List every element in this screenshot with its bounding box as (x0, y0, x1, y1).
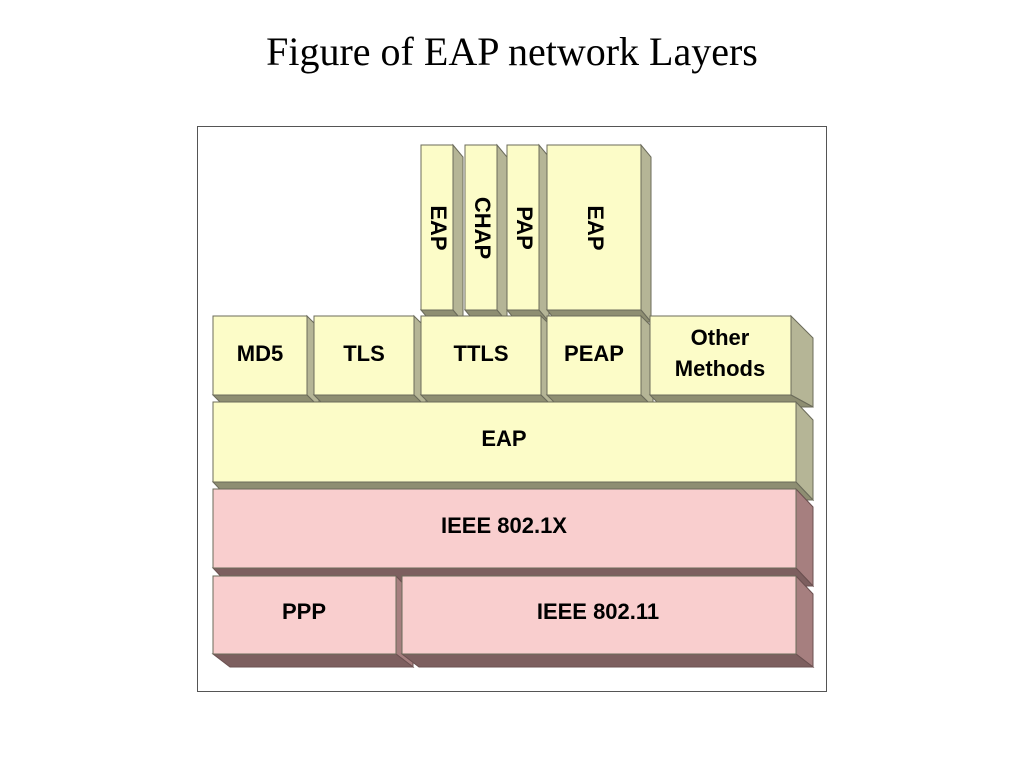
inner-method-peap-eap-block: EAP (545, 143, 653, 324)
method-md5-label: MD5 (237, 341, 283, 366)
inner-method-eap-block: EAP (419, 143, 465, 324)
eap-layer-block: EAP (211, 400, 815, 502)
ieee-80211-label: IEEE 802.11 (537, 599, 659, 624)
inner-method-chap-block: CHAP (463, 143, 509, 324)
ieee-8021x-label: IEEE 802.1X (441, 513, 567, 538)
inner-method-peap-eap-label: EAP (583, 205, 608, 250)
method-ttls-label: TTLS (454, 341, 509, 366)
inner-method-pap-label: PAP (512, 206, 537, 250)
eap-layer-label: EAP (481, 426, 526, 451)
method-ttls-block: TTLS (419, 314, 555, 409)
method-other-label-line2: Methods (675, 356, 765, 381)
method-peap-label: PEAP (564, 341, 624, 366)
method-other-label-line1: Other (691, 325, 750, 350)
method-other-block: Other Methods (648, 314, 814, 408)
inner-method-eap-label: EAP (426, 205, 451, 250)
inner-method-pap-block: PAP (505, 143, 551, 324)
method-tls-label: TLS (343, 341, 385, 366)
method-peap-block: PEAP (545, 314, 655, 409)
ieee-80211-block: IEEE 802.11 (400, 574, 815, 669)
ieee-8021x-block: IEEE 802.1X (211, 487, 815, 588)
page-title: Figure of EAP network Layers (266, 29, 758, 74)
inner-method-chap-label: CHAP (470, 197, 495, 259)
method-tls-block: TLS (312, 314, 428, 409)
ppp-label: PPP (282, 599, 326, 624)
method-md5-block: MD5 (211, 314, 321, 409)
ppp-block: PPP (211, 574, 415, 669)
